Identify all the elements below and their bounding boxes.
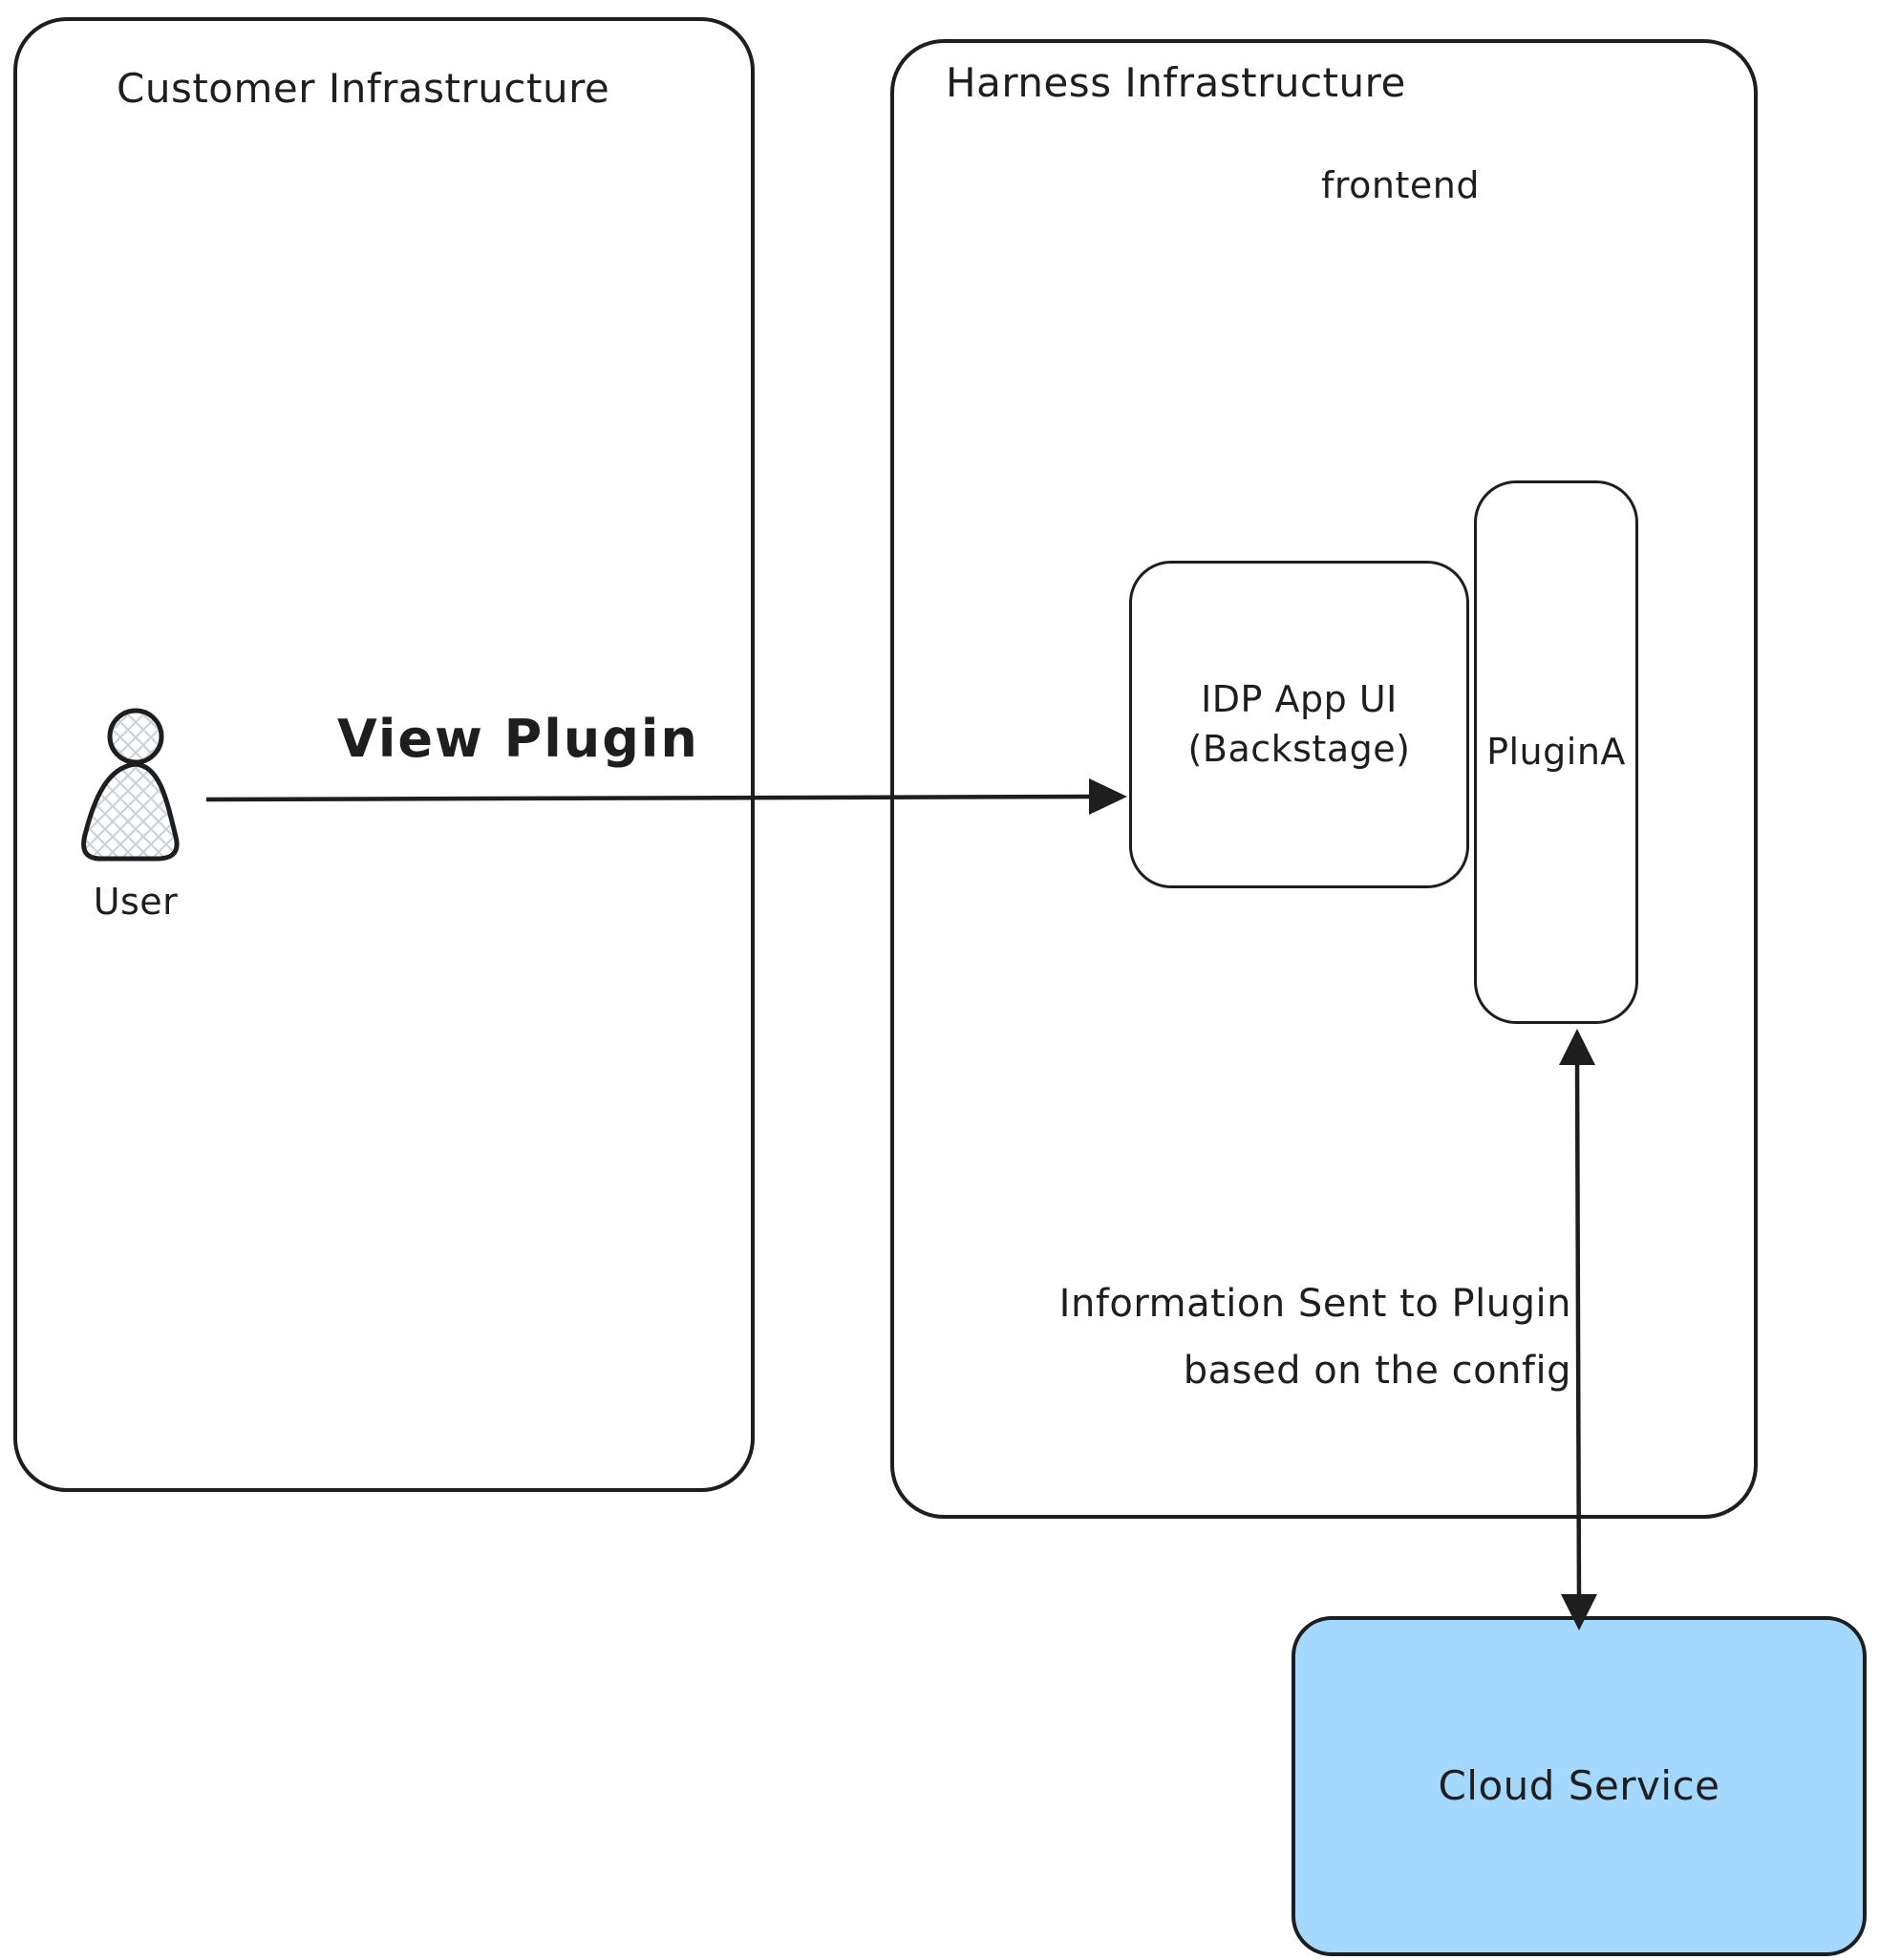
customer-infrastructure-label: Customer Infrastructure [117, 65, 610, 112]
plugin-a-box: PluginA [1474, 480, 1638, 1024]
idp-app-ui-label-line2: (Backstage) [1187, 727, 1411, 770]
info-sent-arrow-label: Information Sent to Plugin based on the … [1032, 1270, 1571, 1404]
cloud-service-box: Cloud Service [1292, 1616, 1867, 1956]
idp-app-ui-label: IDP App UI (Backstage) [1188, 675, 1411, 774]
idp-app-ui-label-line1: IDP App UI [1201, 678, 1398, 721]
info-sent-label-line1: Information Sent to Plugin [1058, 1282, 1571, 1326]
frontend-label: frontend [1321, 164, 1480, 206]
user-label: User [93, 881, 179, 923]
customer-infrastructure-box [13, 17, 755, 1492]
info-sent-label-line2: based on the config [1183, 1349, 1571, 1393]
harness-infrastructure-label: Harness Infrastructure [946, 59, 1406, 106]
plugin-a-label: PluginA [1486, 730, 1626, 773]
view-plugin-arrow-label: View Plugin [337, 709, 699, 769]
cloud-service-label: Cloud Service [1438, 1761, 1720, 1809]
harness-infrastructure-box [890, 39, 1758, 1519]
idp-app-ui-box: IDP App UI (Backstage) [1129, 561, 1469, 888]
